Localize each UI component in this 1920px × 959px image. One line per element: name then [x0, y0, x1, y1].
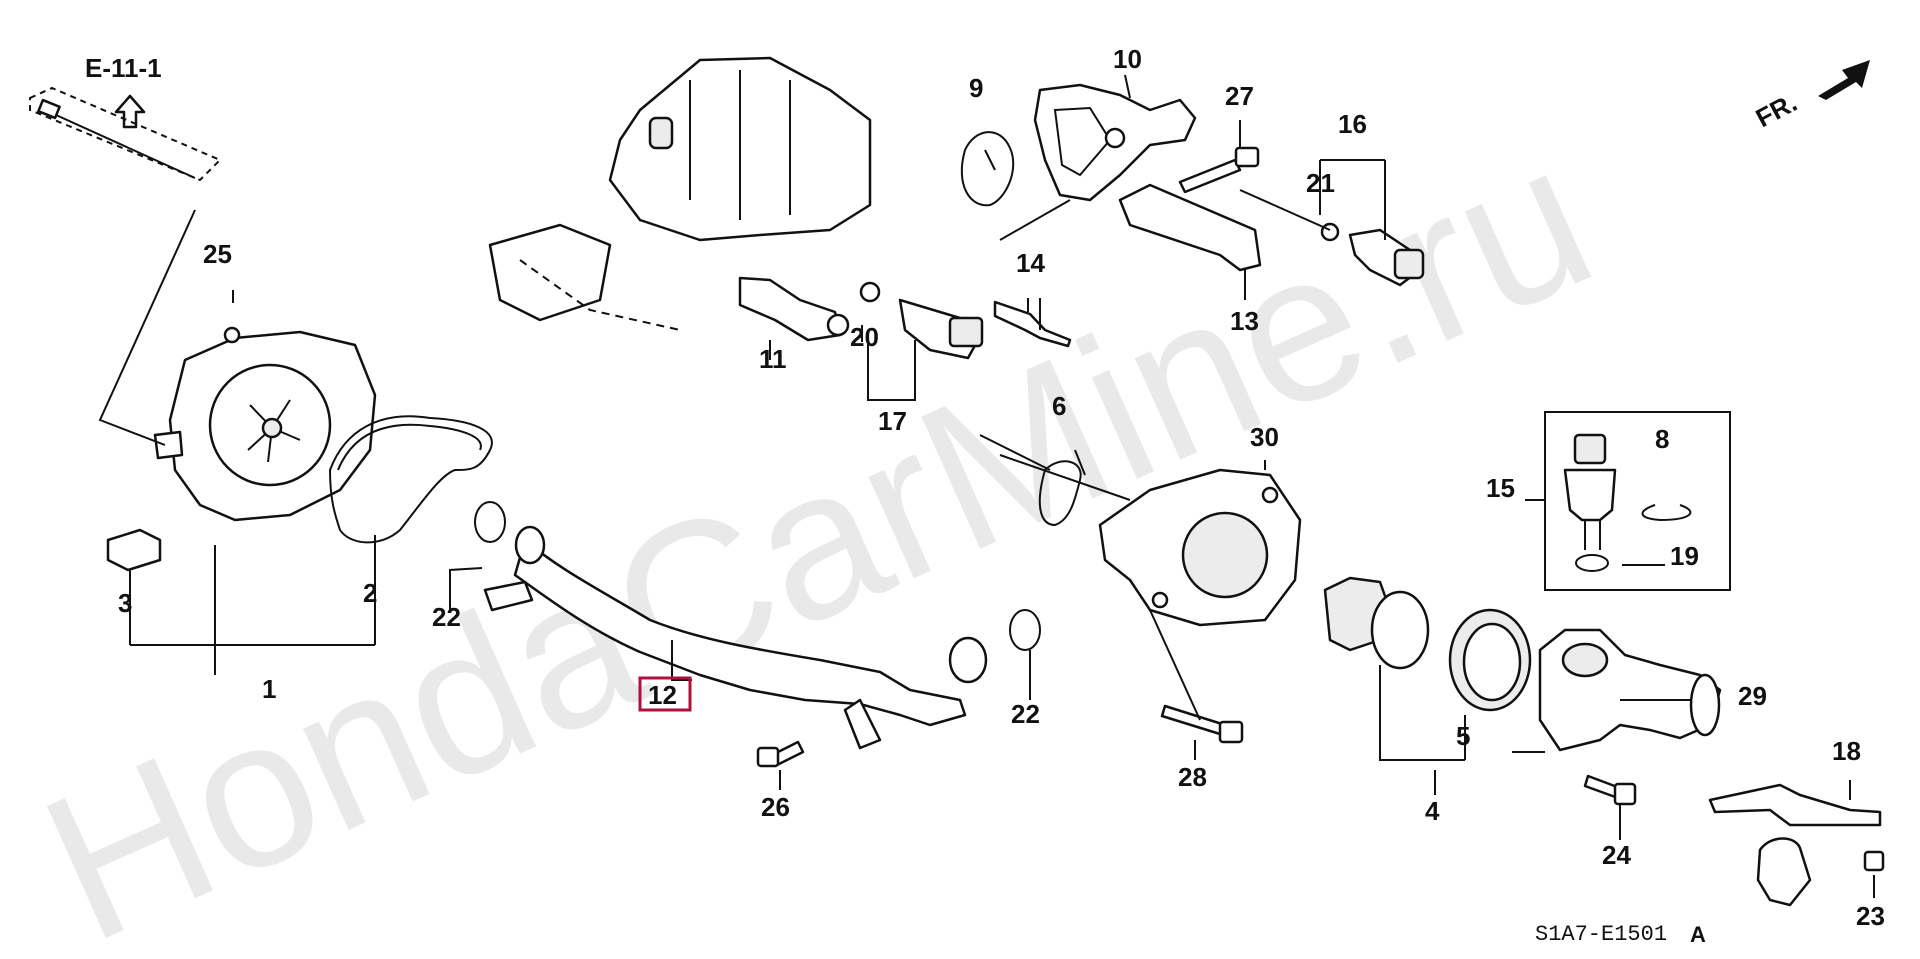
- highlight-box: [638, 676, 692, 712]
- part-label-10: 10: [1113, 44, 1142, 74]
- part-label-16: 16: [1338, 109, 1367, 139]
- part-label-17: 17: [878, 406, 907, 436]
- pump-gasket-part: [328, 415, 493, 544]
- stud-bolt-part: [29, 86, 222, 182]
- part-label-22a: 22: [432, 602, 461, 632]
- thermostat-part: [1323, 576, 1430, 670]
- part-label-12: 12: [648, 680, 677, 710]
- part-label-22b: 22: [1011, 699, 1040, 729]
- bolt-23-part: [1863, 850, 1885, 872]
- part-label-1: 1: [262, 674, 276, 704]
- clip-8-part: [1641, 504, 1692, 522]
- part-label-14: 14: [1016, 248, 1045, 278]
- drawing-revision: A: [1690, 922, 1706, 947]
- cylinder-head-part: [488, 56, 872, 331]
- bracket-18-part: [1708, 783, 1882, 827]
- part-label-19: 19: [1670, 541, 1699, 571]
- gasket-6-part: [1038, 460, 1082, 527]
- part-label-11: 11: [759, 344, 787, 374]
- part-label-2: 2: [363, 578, 377, 608]
- part-label-20: 20: [850, 322, 879, 352]
- bolt-28-part: [1160, 704, 1224, 736]
- part-label-5: 5: [1456, 721, 1470, 751]
- connector-pipe-part: [738, 276, 850, 342]
- temp-unit-part: [993, 300, 1072, 348]
- part-label-13: 13: [1230, 306, 1259, 336]
- part-labels: 1 2 3 4 5 6 8 9 10 11 12 13 14 15 16 17 …: [118, 44, 1885, 931]
- part-label-8: 8: [1655, 424, 1669, 454]
- front-direction-arrow-icon: FR.: [1751, 60, 1870, 133]
- part-label-3: 3: [118, 588, 132, 618]
- temp-sensor-part: [898, 298, 984, 360]
- leader-lines: [98, 74, 1875, 898]
- part-label-30: 30: [1250, 422, 1279, 452]
- reference-arrow-icon: E-11-1: [85, 53, 162, 129]
- reference-label: E-11-1: [85, 53, 162, 83]
- part-label-15: 15: [1486, 473, 1515, 503]
- water-pump-part: [153, 326, 377, 522]
- part-label-9: 9: [969, 73, 983, 103]
- part-label-21: 21: [1306, 168, 1335, 198]
- clamp-part: [1756, 837, 1812, 907]
- drawing-code: S1A7-E1501: [1535, 922, 1667, 947]
- bolt-27-part: [1178, 158, 1242, 194]
- part-label-26: 26: [761, 792, 790, 822]
- gasket-9-part: [960, 131, 1015, 207]
- part-label-18: 18: [1832, 736, 1861, 766]
- water-passage-29-part: [1538, 628, 1722, 752]
- water-outlet-part: [1033, 83, 1197, 202]
- connecting-pipe-12-part: [483, 525, 988, 750]
- part-label-6: 6: [1052, 391, 1066, 421]
- direction-label: FR.: [1751, 87, 1802, 133]
- part-label-29: 29: [1738, 681, 1767, 711]
- clip-part: [106, 528, 162, 572]
- washer-20-part: [859, 281, 881, 303]
- part-label-27: 27: [1225, 81, 1254, 111]
- thermostat-housing-part: [1098, 468, 1302, 627]
- bracket-13-part: [1118, 183, 1262, 272]
- fan-switch-15-part: [1563, 433, 1617, 550]
- part-label-23: 23: [1856, 901, 1885, 931]
- part-label-28: 28: [1178, 762, 1207, 792]
- o-ring-22a-part: [474, 501, 506, 543]
- o-ring-22b-part: [1009, 609, 1041, 651]
- part-label-24: 24: [1602, 840, 1631, 870]
- part-label-4: 4: [1425, 796, 1440, 826]
- part-label-25: 25: [203, 239, 232, 269]
- o-ring-19-part: [1575, 554, 1609, 572]
